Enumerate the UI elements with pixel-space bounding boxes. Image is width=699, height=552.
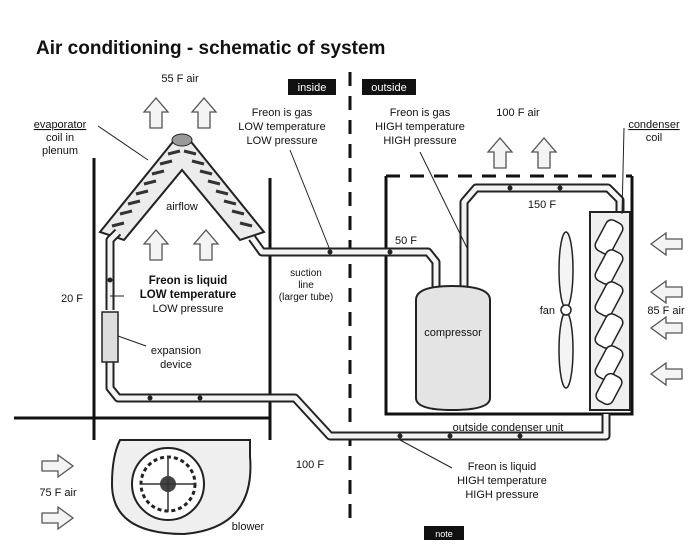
floor-right xyxy=(94,416,272,440)
airflow-arrow-right xyxy=(193,229,219,261)
liquid-high-line-3: HIGH pressure xyxy=(465,489,538,501)
condenser-unit-box xyxy=(384,176,634,416)
air-55-label: 55 F air xyxy=(161,73,199,85)
return-air-arrow-bottom xyxy=(41,506,74,530)
condenser-label-1: condenser xyxy=(628,119,680,131)
outside-tag-text: outside xyxy=(371,82,406,94)
temp-20-label: 20 F xyxy=(61,293,83,305)
gas-low-line-1: Freon is gas xyxy=(252,107,313,119)
condenser-label-2: coil xyxy=(646,132,663,144)
hot-air-up-arrow-left xyxy=(487,137,513,169)
temp-100-label: 100 F xyxy=(296,459,324,471)
temp-50-label: 50 F xyxy=(395,235,417,247)
gas-high-line-3: HIGH pressure xyxy=(383,135,456,147)
gas-high-line-1: Freon is gas xyxy=(390,107,451,119)
liquid-high-line-1: Freon is liquid xyxy=(468,461,536,473)
blower xyxy=(110,439,252,536)
air-85-label: 85 F air xyxy=(647,305,685,317)
evaporator-label-3: plenum xyxy=(42,145,78,157)
air-75-label: 75 F air xyxy=(39,487,77,499)
condenser-coil xyxy=(589,211,631,411)
compressor: compressor xyxy=(415,284,491,412)
cool-air-up-arrow-right xyxy=(191,97,217,129)
outside-air-arrow-2 xyxy=(650,280,683,304)
temp-150-label: 150 F xyxy=(528,199,556,211)
compressor-label: compressor xyxy=(424,327,482,339)
suction-line-1: suction xyxy=(290,268,322,279)
inside-tag-text: inside xyxy=(298,82,327,94)
note-tag-text: note xyxy=(435,529,453,539)
outside-air-arrow-4 xyxy=(650,362,683,386)
expansion-label-1: expansion xyxy=(151,345,201,357)
gas-low-line-3: LOW pressure xyxy=(247,135,318,147)
evaporator-label-1: evaporator xyxy=(34,119,87,131)
liquid-low-line-1: Freon is liquid xyxy=(149,275,228,287)
note-tag: note xyxy=(424,526,464,540)
liquid-high-line-2: HIGH temperature xyxy=(457,475,547,487)
suction-line-2: line xyxy=(298,280,314,291)
airflow-arrow-left xyxy=(143,229,169,261)
evaporator-coil xyxy=(98,133,266,242)
evaporator-label-2: coil in xyxy=(46,132,74,144)
outside-tag: outside xyxy=(362,79,416,95)
condenser-fan: fan xyxy=(540,231,574,389)
blower-label: blower xyxy=(232,521,265,533)
gas-low-line-2: LOW temperature xyxy=(238,121,325,133)
cool-air-up-arrow-left xyxy=(143,97,169,129)
air-100-label: 100 F air xyxy=(496,107,540,119)
flow-markers xyxy=(107,185,563,439)
liquid-low-line-3: LOW pressure xyxy=(153,303,224,315)
condenser-unit-label: outside condenser unit xyxy=(453,422,564,434)
gas-high-line-2: HIGH temperature xyxy=(375,121,465,133)
expansion-label-2: device xyxy=(160,359,192,371)
inside-tag: inside xyxy=(288,79,336,95)
outside-air-arrow-1 xyxy=(650,232,683,256)
expansion-device xyxy=(101,311,119,363)
suction-line-3: (larger tube) xyxy=(279,292,333,303)
outside-air-arrow-3 xyxy=(650,316,683,340)
refrigerant-piping xyxy=(105,183,625,441)
fan-label: fan xyxy=(540,305,555,317)
hot-air-up-arrow-right xyxy=(531,137,557,169)
leader-lines xyxy=(97,125,625,469)
diagram-title: Air conditioning - schematic of system xyxy=(36,38,385,59)
airflow-label: airflow xyxy=(166,201,198,213)
liquid-low-line-2: LOW temperature xyxy=(140,289,237,301)
return-air-arrow-top xyxy=(41,454,74,478)
